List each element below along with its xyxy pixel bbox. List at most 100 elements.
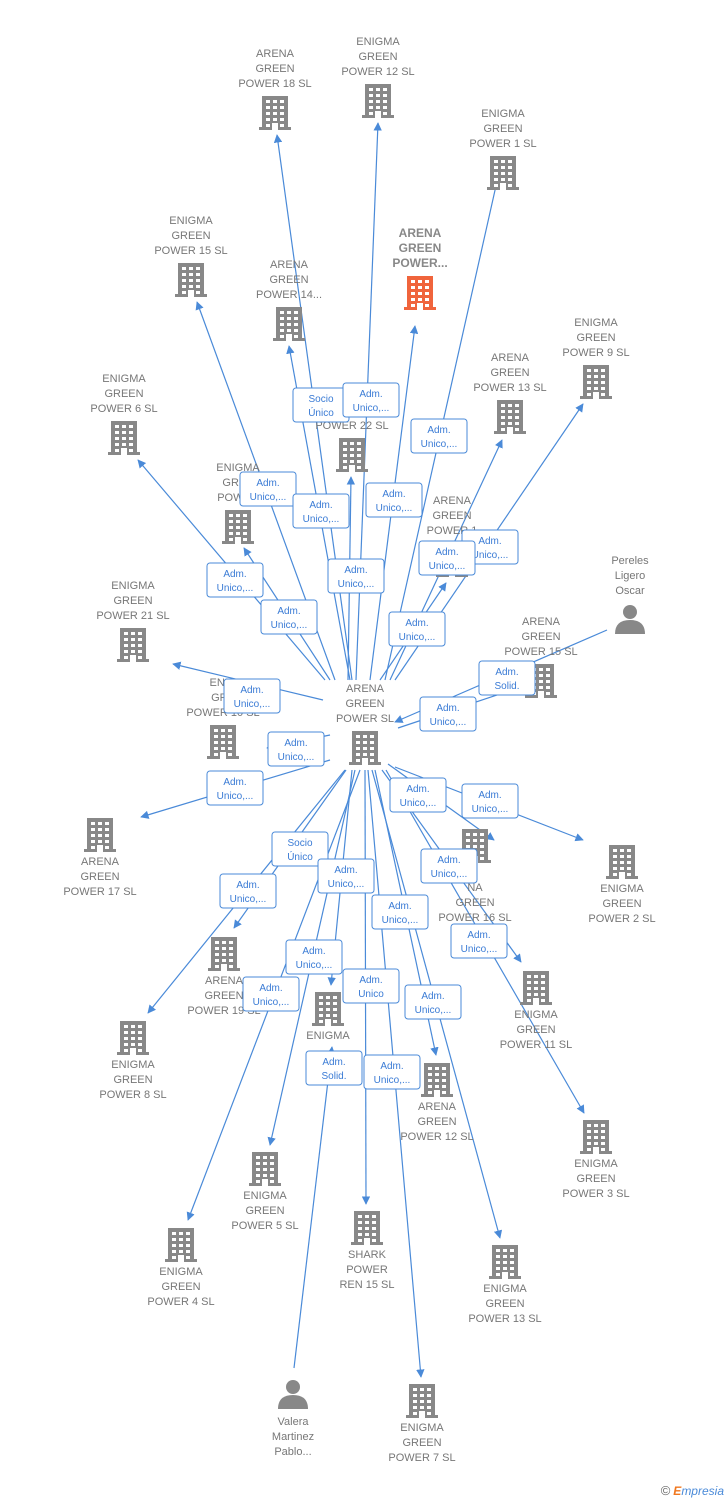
edge-label-eg1[interactable]: Adm.Unico,... [410,418,468,454]
node-ag19-label-line-2: POWER 19 SL [187,1005,260,1017]
edge-label-p22[interactable]: Adm.Unico,... [327,558,385,594]
brand-footer[interactable]: ©Empresia [661,1483,724,1498]
edge-label-box[interactable] [404,984,462,1020]
edge-label-eg4[interactable]: Adm.Unico,... [285,939,343,975]
edge-label-eg3[interactable]: Adm.Unico,... [450,923,508,959]
edge-label-line-0: Adm. [284,738,307,749]
edge-label-box[interactable] [305,1050,363,1086]
edge-label-box[interactable] [219,873,277,909]
node-ag17-building-icon[interactable] [84,818,116,852]
node-eg_bm-building-icon[interactable] [312,992,344,1026]
edge-label-box[interactable] [388,611,446,647]
edge-label-box[interactable] [223,678,281,714]
node-ag13-building-icon[interactable] [494,400,526,434]
edge-label-box[interactable] [365,482,423,518]
edge-label-eg_mid[interactable]: Adm.Unico,... [260,599,318,635]
edge-label-box[interactable] [327,558,385,594]
node-shark-building-icon[interactable] [351,1211,383,1245]
node-eg21-building-icon[interactable] [117,628,149,662]
edge-label-eg10[interactable]: Adm.Unico,... [267,731,325,767]
node-eg6-building-icon[interactable] [108,421,140,455]
edge-label-center[interactable]: Adm.Solid. [305,1050,363,1086]
node-eg8-label-line-2: POWER 8 SL [99,1089,166,1101]
edge-label-eg5[interactable]: Adm.Unico,... [242,976,300,1012]
edge-label-box[interactable] [285,939,343,975]
node-eg7-building-icon[interactable] [406,1384,438,1418]
edge-label-box[interactable] [267,731,325,767]
node-eg13-building-icon[interactable] [489,1245,521,1279]
edge-label-eg15[interactable]: Adm.Unico,... [239,471,297,507]
node-eg15-building-icon[interactable] [175,263,207,297]
node-eg12t-building-icon[interactable] [362,84,394,118]
node-eg8-building-icon[interactable] [117,1021,149,1055]
node-eg3-building-icon[interactable] [580,1120,612,1154]
edge-label-box[interactable] [410,418,468,454]
edge-label-eg13[interactable]: Adm.Unico,... [371,894,429,930]
edge-label-box[interactable] [292,493,350,529]
edge-label-line-1: Unico,... [234,699,271,710]
edge-label-ag13[interactable]: Adm.Unico,... [418,540,476,576]
edge-label-box[interactable] [260,599,318,635]
edge-label-agfocus[interactable]: Adm.Unico,... [365,482,423,518]
node-valera-person-icon[interactable] [278,1380,308,1409]
edge-label-box[interactable] [317,858,375,894]
edge-label-box[interactable] [371,894,429,930]
edge-label-eg6[interactable]: Adm.Unico,... [206,562,264,598]
edge-label-box[interactable] [239,471,297,507]
edge-label-shark[interactable]: Adm.Unico [342,968,400,1004]
node-eg10-building-icon[interactable] [207,725,239,759]
edge-label-ag12b[interactable]: Adm.Unico,... [404,984,462,1020]
edge-label-eg8[interactable]: Adm.Unico,... [219,873,277,909]
node-eg6-label-line-0: ENIGMA [102,373,146,385]
edge-label-box[interactable] [342,968,400,1004]
node-ag14-building-icon[interactable] [273,307,305,341]
edge-label-ag14[interactable]: Adm.Unico,... [292,493,350,529]
edge-label-ag11[interactable]: Adm.Unico,... [420,848,478,884]
node-eg_mid-building-icon[interactable] [222,510,254,544]
node-eg9-label-line-0: ENIGMA [574,317,618,329]
node-eg4-building-icon[interactable] [165,1228,197,1262]
edge-label-center[interactable]: Adm.Solid. [478,660,536,696]
edge-label-box[interactable] [478,660,536,696]
edge-label-box[interactable] [389,777,447,813]
node-ag12b-label-line-0: ARENA [418,1101,457,1113]
node-center-building-icon[interactable] [349,731,381,765]
edge-label-ag15[interactable]: Adm.Unico,... [419,696,477,732]
node-eg9-building-icon[interactable] [580,365,612,399]
node-eg2-building-icon[interactable] [606,845,638,879]
edge-label-line-1: Unico,... [461,944,498,955]
edge-label-box[interactable] [418,540,476,576]
edge-label-box[interactable] [271,831,329,867]
node-ag11-building-icon[interactable] [520,971,552,1005]
node-ag18-building-icon[interactable] [259,96,291,130]
node-ag12b-building-icon[interactable] [421,1063,453,1097]
edge-label-ag1x[interactable]: Adm.Unico,... [388,611,446,647]
node-eg13-label-line-1: GREEN [485,1298,524,1310]
edge-label-eg12t[interactable]: Adm.Unico,... [342,382,400,418]
edge-label-eg7[interactable]: Adm.Unico,... [363,1054,421,1090]
node-ag14-label-line-1: GREEN [269,274,308,286]
node-p22-building-icon[interactable] [336,438,368,472]
node-eg3-label-line-1: GREEN [576,1173,615,1185]
edge-label-eg2[interactable]: Adm.Unico,... [389,777,447,813]
edge-label-box[interactable] [206,770,264,806]
edge-label-box[interactable] [242,976,300,1012]
node-ag19-building-icon[interactable] [208,937,240,971]
edge-label-box[interactable] [206,562,264,598]
edge-label-eg21[interactable]: Adm.Unico,... [223,678,281,714]
edge-label-box[interactable] [450,923,508,959]
edge-label-ag16[interactable]: Adm.Unico,... [461,783,519,819]
edge-label-box[interactable] [420,848,478,884]
edge-label-ag17[interactable]: Adm.Unico,... [206,770,264,806]
node-eg1-building-icon[interactable] [487,156,519,190]
node-eg5-building-icon[interactable] [249,1152,281,1186]
edge-label-box[interactable] [363,1054,421,1090]
node-pereles-person-icon[interactable] [615,605,645,634]
node-agfocus-building-icon[interactable] [404,276,436,310]
edge-label-box[interactable] [342,382,400,418]
edge-label-box[interactable] [419,696,477,732]
edge-label-box[interactable] [461,783,519,819]
edge-label-eg_bm[interactable]: Adm.Unico,... [317,858,375,894]
